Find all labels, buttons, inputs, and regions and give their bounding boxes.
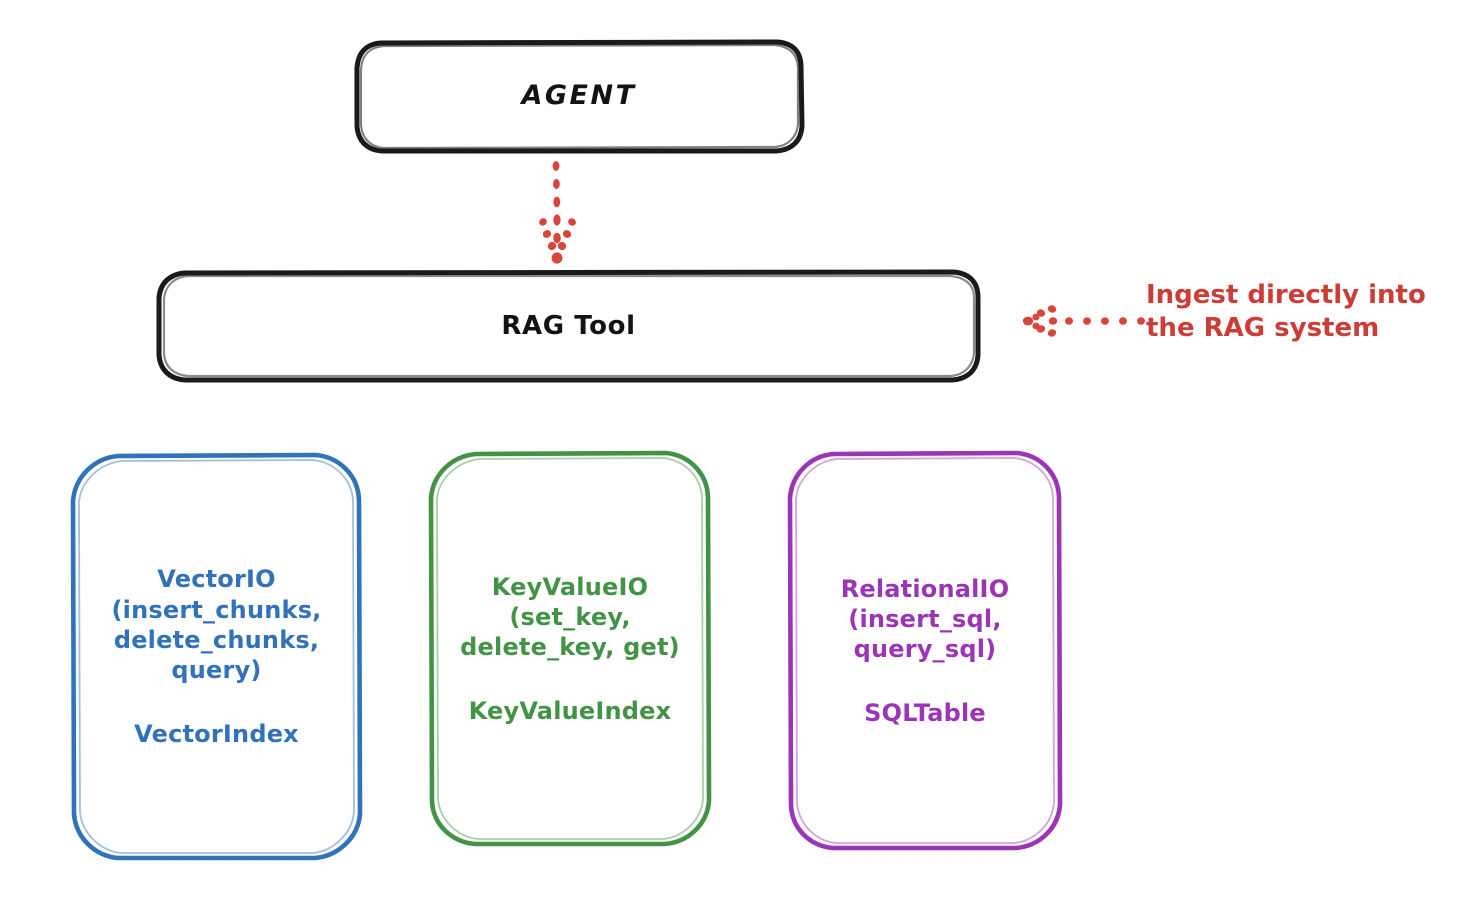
node-rag-tool[interactable]: RAG Tool	[156, 269, 981, 383]
relational-io-index-label: SQLTable	[864, 699, 986, 728]
node-vector-io[interactable]: VectorIO (insert_chunks, delete_chunks, …	[70, 452, 363, 862]
vector-io-index-label: VectorIndex	[134, 720, 299, 749]
rag-tool-label: RAG Tool	[501, 310, 636, 341]
key-value-io-api-label: KeyValueIO (set_key, delete_key, get)	[460, 572, 680, 661]
arrow-ingest-into-rag-tool	[1022, 305, 1145, 337]
node-key-value-io[interactable]: KeyValueIO (set_key, delete_key, get) Ke…	[428, 450, 712, 848]
node-relational-io[interactable]: RelationalIO (insert_sql, query_sql) SQL…	[787, 450, 1063, 852]
vector-io-api-label: VectorIO (insert_chunks, delete_chunks, …	[111, 565, 322, 685]
relational-io-api-label: RelationalIO (insert_sql, query_sql)	[840, 574, 1010, 663]
agent-label: AGENT	[521, 80, 637, 112]
arrow-agent-to-rag-tool	[539, 161, 576, 264]
annotation-ingest-directly: Ingest directly into the RAG system	[1146, 280, 1426, 344]
key-value-io-index-label: KeyValueIndex	[468, 697, 672, 726]
node-agent[interactable]: AGENT	[354, 39, 805, 154]
